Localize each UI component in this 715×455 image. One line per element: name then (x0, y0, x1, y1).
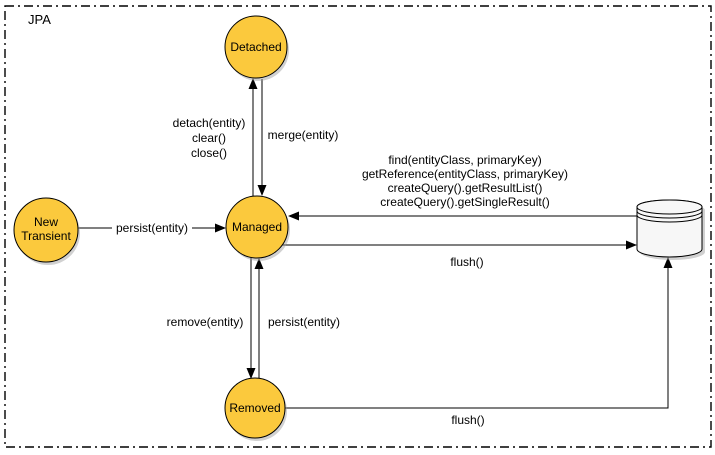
edge-label-persist-new: persist(entity) (116, 221, 188, 235)
database-icon (636, 199, 705, 260)
state-managed (225, 195, 289, 259)
edge-label-remove: remove(entity) (167, 315, 244, 329)
database-top-ellipse (636, 199, 703, 215)
arrowhead-persist-removed (254, 258, 264, 269)
edge-flush-removed-to-db (285, 267, 669, 409)
edge-label-getsingleresult: createQuery().getSingleResult() (380, 195, 549, 209)
edge-label-getreference: getReference(entityClass, primaryKey) (362, 167, 568, 181)
edge-label-flush-removed: flush() (451, 413, 484, 427)
arrowhead-retrieve (288, 211, 299, 221)
state-new-transient (13, 197, 79, 263)
edge-label-close: close() (191, 146, 227, 160)
arrowhead-detach (248, 78, 258, 89)
edge-label-persist-new-bg (112, 220, 192, 235)
arrowhead-remove (246, 368, 256, 379)
edge-label-merge: merge(entity) (268, 128, 339, 142)
state-removed-label: Removed (229, 401, 280, 415)
edge-label-persist-removed: persist(entity) (268, 315, 340, 329)
edge-label-getresultlist: createQuery().getResultList() (388, 181, 543, 195)
edge-label-clear: clear() (192, 131, 226, 145)
edge-label-find: find(entityClass, primaryKey) (388, 153, 541, 167)
frame-border (4, 5, 712, 448)
frame-title: JPA (28, 12, 51, 27)
database-disk-line-2 (636, 214, 703, 223)
arrowhead-flush-managed (626, 240, 637, 250)
state-new-transient-label-line1: New (34, 215, 58, 229)
state-detached (224, 15, 288, 79)
arrowhead-persist-new (215, 223, 226, 233)
state-new-transient-label-line2: Transient (21, 229, 71, 243)
state-detached-label: Detached (230, 40, 281, 54)
arrowhead-flush-removed (663, 257, 673, 268)
arrowhead-merge (257, 185, 267, 196)
edge-label-detach: detach(entity) (173, 116, 246, 130)
database-disk-line-1 (636, 210, 703, 219)
state-managed-label: Managed (232, 220, 282, 234)
edge-label-flush-managed: flush() (450, 255, 483, 269)
state-removed (224, 377, 286, 439)
